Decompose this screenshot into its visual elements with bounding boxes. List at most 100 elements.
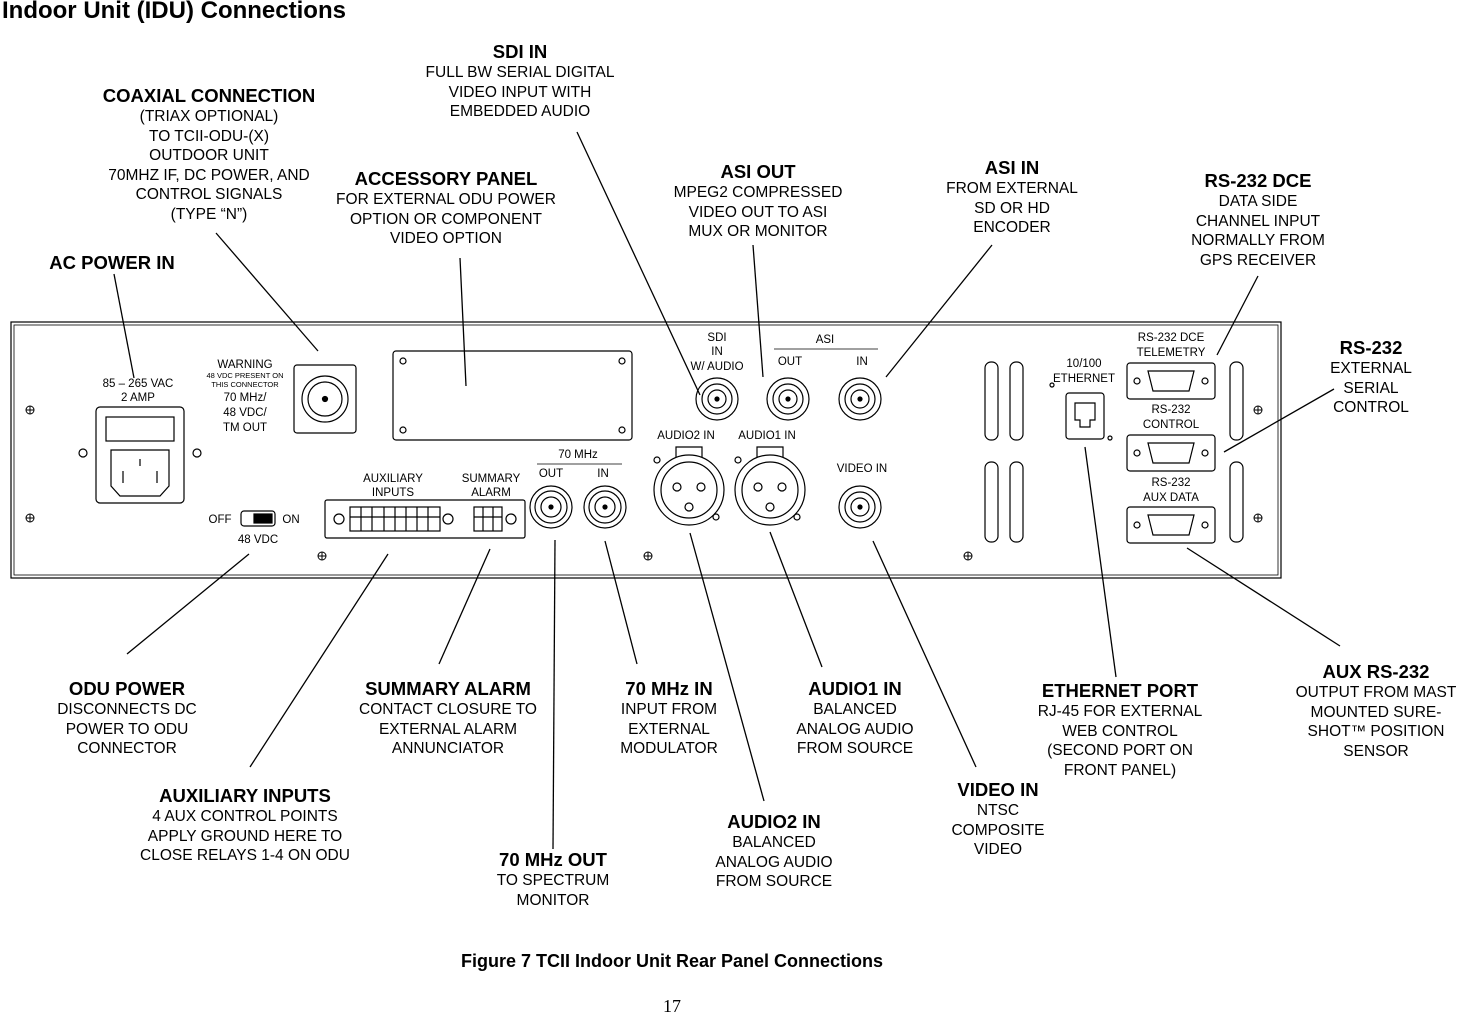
aux-inputs-label-2: INPUTS [372,487,415,499]
callout-description: BALANCED ANALOG AUDIO FROM SOURCE [715,834,833,890]
callout-title: AC POWER IN [49,252,175,273]
callout-title: AUDIO1 IN [808,678,902,699]
callout-title: AUDIO2 IN [727,811,821,832]
if70-in-label: IN [597,468,609,480]
callout-title: VIDEO IN [957,779,1039,800]
asi-header-label: ASI [816,334,835,346]
callout-ethernet-port: ETHERNET PORT RJ-45 FOR EXTERNAL WEB CON… [1038,679,1203,780]
callout-video-in: VIDEO IN NTSC COMPOSITE VIDEO [951,778,1044,860]
callout-sdi-in: SDI IN FULL BW SERIAL DIGITAL VIDEO INPU… [426,40,615,122]
sdi-label-2: IN [711,346,723,358]
callout-70mhz-in: 70 MHz IN INPUT FROM EXTERNAL MODULATOR [620,677,718,759]
aux-inputs-label-1: AUXILIARY [363,473,423,485]
panel-screws [25,405,1263,561]
rear-panel-outline [10,321,1282,579]
callout-description: EXTERNAL SERIAL CONTROL [1330,360,1412,416]
ethernet-panel-label-1: 10/100 [1066,358,1101,370]
callout-description: 4 AUX CONTROL POINTS APPLY GROUND HERE T… [140,808,350,864]
vent-slots [984,361,1244,543]
figure-caption: Figure 7 TCII Indoor Unit Rear Panel Con… [460,951,884,971]
audio1-panel-label: AUDIO1 IN [738,430,796,442]
callout-asi-in: ASI IN FROM EXTERNAL SD OR HD ENCODER [946,156,1078,238]
page-number: 17 [663,996,681,1016]
callout-title: 70 MHz OUT [499,849,607,870]
callout-aux-rs232: AUX RS-232 OUTPUT FROM MAST MOUNTED SURE… [1296,660,1457,761]
callout-title: SUMMARY ALARM [365,678,531,699]
callout-title: ODU POWER [68,678,186,699]
ethernet-panel-label-2: ETHERNET [1053,373,1115,385]
callout-description: FULL BW SERIAL DIGITAL VIDEO INPUT WITH … [425,64,615,120]
callout-description: BALANCED ANALOG AUDIO FROM SOURCE [796,701,914,757]
accessory-panel [392,350,633,441]
callout-title: ASI IN [984,157,1040,178]
callout-title: COAXIAL CONNECTION [102,85,316,106]
switch-off-label: OFF [209,514,232,526]
xlr-audio2 [653,446,725,526]
callout-description: FOR EXTERNAL ODU POWER OPTION OR COMPONE… [336,191,556,247]
db9-rs232-dce [1126,362,1216,400]
db9-rs232-aux [1126,506,1216,544]
rs232-control-panel-label-1: RS-232 [1152,404,1191,416]
sdi-label-1: SDI [707,332,726,344]
page-title: Indoor Unit (IDU) Connections [2,0,346,24]
callout-description: CONTACT CLOSURE TO EXTERNAL ALARM ANNUNC… [359,701,537,757]
callout-rs232-dce: RS-232 DCE DATA SIDE CHANNEL INPUT NORMA… [1191,169,1325,270]
callout-audio2-in: AUDIO2 IN BALANCED ANALOG AUDIO FROM SOU… [715,810,832,892]
rs232-aux-panel-label-2: AUX DATA [1143,492,1199,504]
callout-description: (TRIAX OPTIONAL) TO TCII-ODU-(X) OUTDOOR… [108,108,310,223]
callout-summary-alarm: SUMMARY ALARM CONTACT CLOSURE TO EXTERNA… [359,677,537,759]
bnc-asi-out [766,377,810,421]
callout-title: RS-232 DCE [1204,170,1312,191]
switch-on-label: ON [282,514,299,526]
xlr-audio1 [734,446,806,526]
ac-power-inlet [78,406,202,504]
callout-coaxial-connection: COAXIAL CONNECTION (TRIAX OPTIONAL) TO T… [103,84,315,224]
coax-label-1: 70 MHz/ [224,392,268,404]
callout-title: RS-232 [1339,337,1403,358]
callout-auxiliary-inputs: AUXILIARY INPUTS 4 AUX CONTROL POINTS AP… [140,784,350,866]
summary-alarm-label-2: ALARM [471,487,511,499]
sdi-label-3: W/ AUDIO [690,361,743,373]
callout-title: AUXILIARY INPUTS [159,785,331,806]
rs232-dce-panel-label-2: TELEMETRY [1137,347,1206,359]
bnc-asi-in [838,377,882,421]
warning-small-1: 48 VDC PRESENT ON [207,371,284,380]
callout-ac-power-in: AC POWER IN [49,251,174,274]
callout-rs232: RS-232 EXTERNAL SERIAL CONTROL [1330,336,1412,418]
warning-small-2: THIS CONNECTOR [211,380,279,389]
callout-description: MPEG2 COMPRESSED VIDEO OUT TO ASI MUX OR… [673,184,843,240]
callout-title: ETHERNET PORT [1041,680,1199,701]
warning-label: WARNING [217,359,272,371]
bnc-70mhz-in [583,485,627,529]
rs232-aux-panel-label-1: RS-232 [1152,477,1191,489]
callout-audio1-in: AUDIO1 IN BALANCED ANALOG AUDIO FROM SOU… [796,677,913,759]
callout-title: ASI OUT [720,161,796,182]
coaxial-connector [293,364,357,434]
bnc-sdi-in [695,377,739,421]
rs232-dce-panel-label-1: RS-232 DCE [1138,332,1205,344]
callout-description: NTSC COMPOSITE VIDEO [951,802,1045,858]
asi-in-label: IN [856,356,868,368]
if70-header-label: 70 MHz [558,449,598,461]
terminal-blocks [324,499,526,539]
summary-alarm-label-1: SUMMARY [462,473,521,485]
rs232-control-panel-label-2: CONTROL [1143,419,1200,431]
callout-description: FROM EXTERNAL SD OR HD ENCODER [946,180,1078,236]
callout-description: RJ-45 FOR EXTERNAL WEB CONTROL (SECOND P… [1037,703,1203,779]
video-in-panel-label: VIDEO IN [837,463,887,475]
callout-description: DATA SIDE CHANNEL INPUT NORMALLY FROM GP… [1191,193,1325,269]
asi-out-label: OUT [778,356,802,368]
callout-description: TO SPECTRUM MONITOR [496,872,610,909]
if70-out-label: OUT [539,468,563,480]
callout-70mhz-out: 70 MHz OUT TO SPECTRUM MONITOR [497,848,610,910]
callout-description: OUTPUT FROM MAST MOUNTED SURE- SHOT™ POS… [1295,684,1457,760]
callout-description: INPUT FROM EXTERNAL MODULATOR [620,701,718,757]
ethernet-rj45 [1049,382,1113,441]
callout-title: ACCESSORY PANEL [354,168,538,189]
ac-amp-label: 2 AMP [121,392,155,404]
callout-asi-out: ASI OUT MPEG2 COMPRESSED VIDEO OUT TO AS… [674,160,843,242]
callout-accessory-panel: ACCESSORY PANEL FOR EXTERNAL ODU POWER O… [336,167,556,249]
odu-power-switch [240,510,276,527]
coax-label-3: TM OUT [223,422,267,434]
audio2-panel-label: AUDIO2 IN [657,430,715,442]
